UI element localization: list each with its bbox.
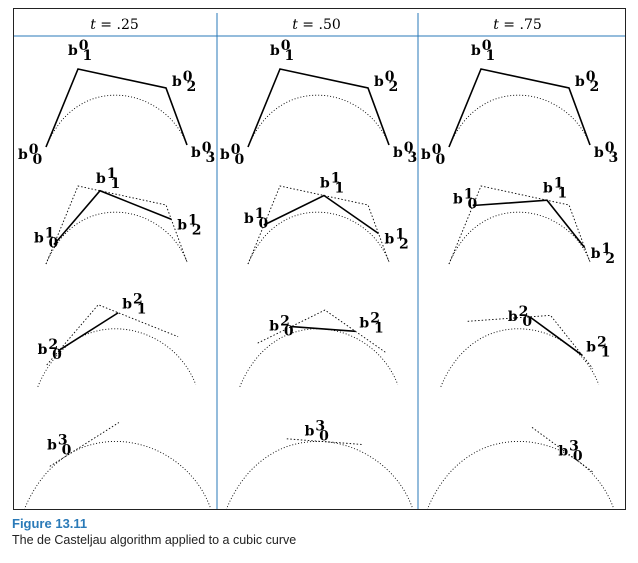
bezier-curve (448, 94, 591, 148)
previous-level-polygon (286, 438, 363, 445)
bezier-curve (448, 211, 591, 265)
bezier-curve (440, 328, 600, 387)
bezier-curve (225, 440, 413, 510)
figure-caption-text: The de Casteljau algorithm applied to a … (12, 533, 297, 547)
bezier-curve (239, 328, 399, 387)
previous-level-polygon (448, 185, 591, 265)
column-header-2: t = .50 (292, 17, 341, 33)
bezier-curve (45, 211, 188, 265)
control-polygon-level-0 (247, 68, 390, 148)
control-polygon-level-0 (448, 68, 591, 148)
control-polygon-level-2 (59, 312, 119, 351)
control-polygon-level-1 (53, 189, 172, 246)
column-header-3: t = .75 (493, 17, 542, 33)
bezier-curve (247, 94, 390, 148)
bezier-curve (23, 440, 211, 510)
bezier-curve (247, 211, 390, 265)
previous-level-polygon (45, 185, 188, 265)
control-polygon-level-2 (529, 316, 583, 356)
previous-level-polygon (257, 309, 387, 354)
bezier-curve (45, 94, 188, 148)
control-polygon-level-0 (45, 68, 188, 148)
control-polygon-level-1 (472, 199, 586, 249)
control-polygon-level-2 (291, 325, 356, 333)
figure-caption-title: Figure 13.11 (12, 516, 88, 531)
previous-level-polygon (531, 427, 595, 474)
previous-level-polygon (46, 304, 179, 366)
column-header-1: t = .25 (90, 17, 139, 33)
bezier-curve (426, 440, 614, 510)
control-polygon-level-1 (263, 194, 379, 235)
